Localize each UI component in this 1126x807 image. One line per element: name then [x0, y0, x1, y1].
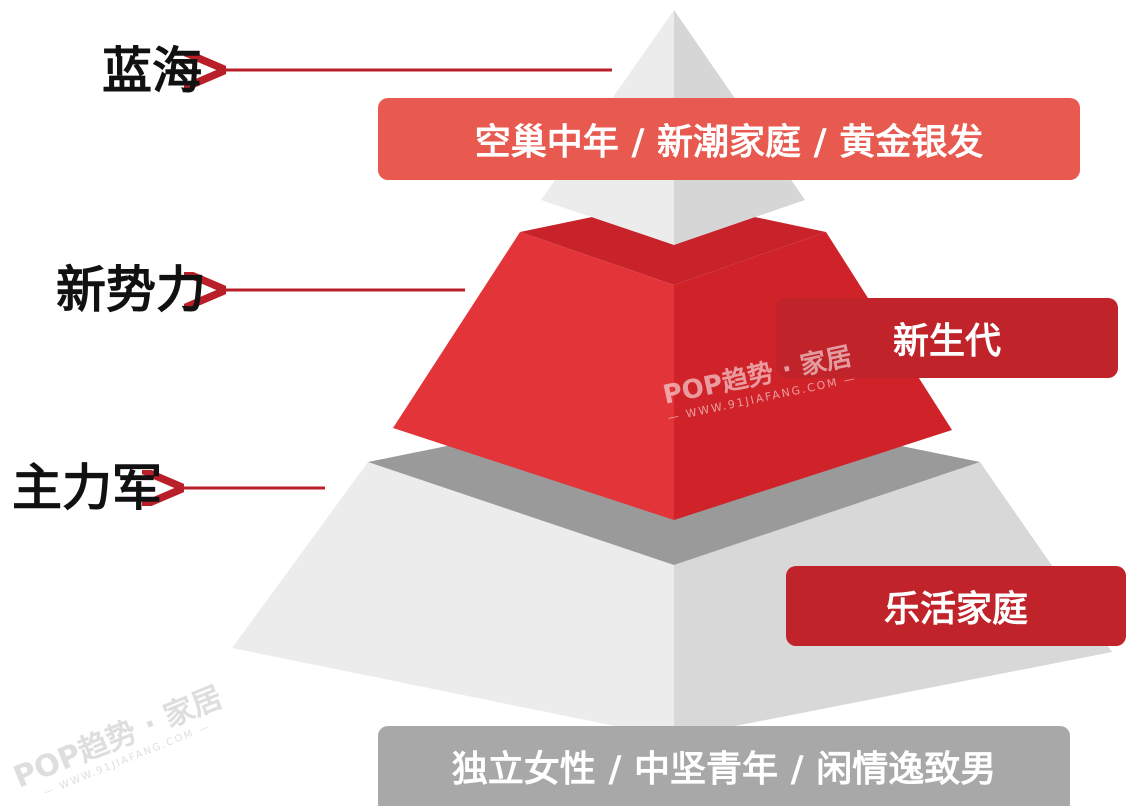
tier-label-main-force: 主力军 [12, 459, 162, 517]
middle-tier-left-face [393, 232, 674, 520]
band-bottom-segments: 独立女性 / 中坚青年 / 闲情逸致男 [378, 726, 1070, 806]
band-top-segments: 空巢中年 / 新潮家庭 / 黄金银发 [378, 98, 1080, 180]
band-new-generation: 新生代 [776, 298, 1118, 378]
tier-label-new-force: 新势力 [56, 261, 206, 319]
tier-label-blue-ocean: 蓝海 [102, 42, 202, 100]
bottom-tier-left-face [232, 462, 674, 738]
band-lohas-family: 乐活家庭 [786, 566, 1126, 646]
